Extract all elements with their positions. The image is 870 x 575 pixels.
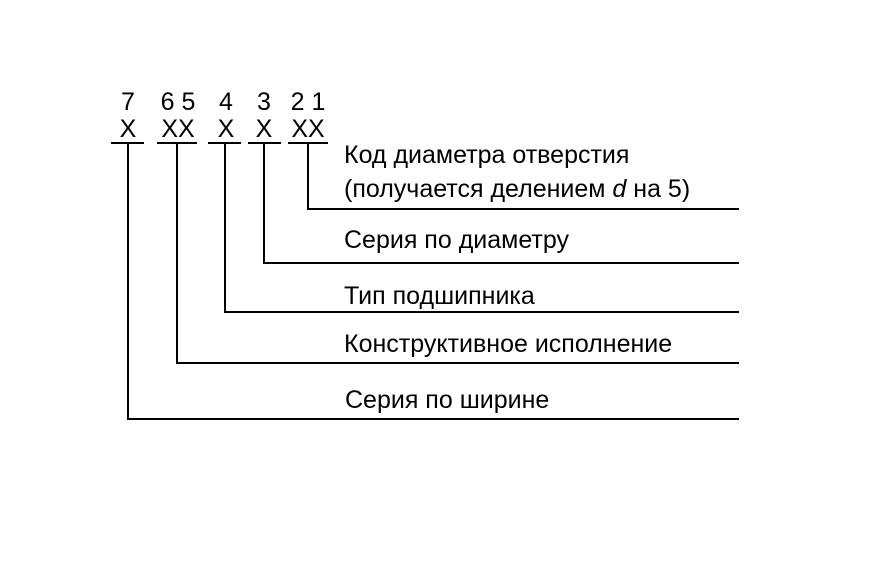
digit-4: 4 xyxy=(219,88,233,116)
placeholder-2-1: XX xyxy=(291,115,325,143)
leader-horizontal-4 xyxy=(224,311,739,313)
placeholder-4: X xyxy=(217,115,235,143)
label-diameter-series: Серия по диаметру xyxy=(344,226,569,254)
label-bore-code-prefix: (получается делением xyxy=(344,175,613,203)
label-bore-code-variable: d xyxy=(612,175,627,203)
leader-horizontal-7 xyxy=(127,418,739,420)
placeholder-6-5: XX xyxy=(161,115,195,143)
placeholder-3: X xyxy=(255,115,273,143)
placeholder-7: X xyxy=(119,115,137,143)
digit-2-1: 2 1 xyxy=(290,88,326,116)
leader-horizontal-3 xyxy=(263,262,739,264)
digit-3: 3 xyxy=(257,88,271,116)
leader-vertical-3 xyxy=(263,143,265,264)
leader-horizontal-6-5 xyxy=(176,362,739,364)
label-design-variant: Конструктивное исполнение xyxy=(344,330,673,358)
leader-horizontal-2-1 xyxy=(307,208,739,210)
leader-vertical-7 xyxy=(127,143,129,420)
label-bore-code-line1: Код диаметра отверстия xyxy=(344,141,630,169)
digit-7: 7 xyxy=(121,88,135,116)
label-width-series: Серия по ширине xyxy=(345,386,550,414)
leader-vertical-2-1 xyxy=(307,143,309,210)
label-bore-code-suffix: на 5) xyxy=(626,175,691,203)
digit-6-5: 6 5 xyxy=(160,88,196,116)
leader-vertical-4 xyxy=(224,143,226,313)
label-bearing-type: Тип подшипника xyxy=(344,282,535,310)
leader-vertical-6-5 xyxy=(176,143,178,364)
label-bore-code-line2: (получается делением d на 5) xyxy=(344,177,690,202)
